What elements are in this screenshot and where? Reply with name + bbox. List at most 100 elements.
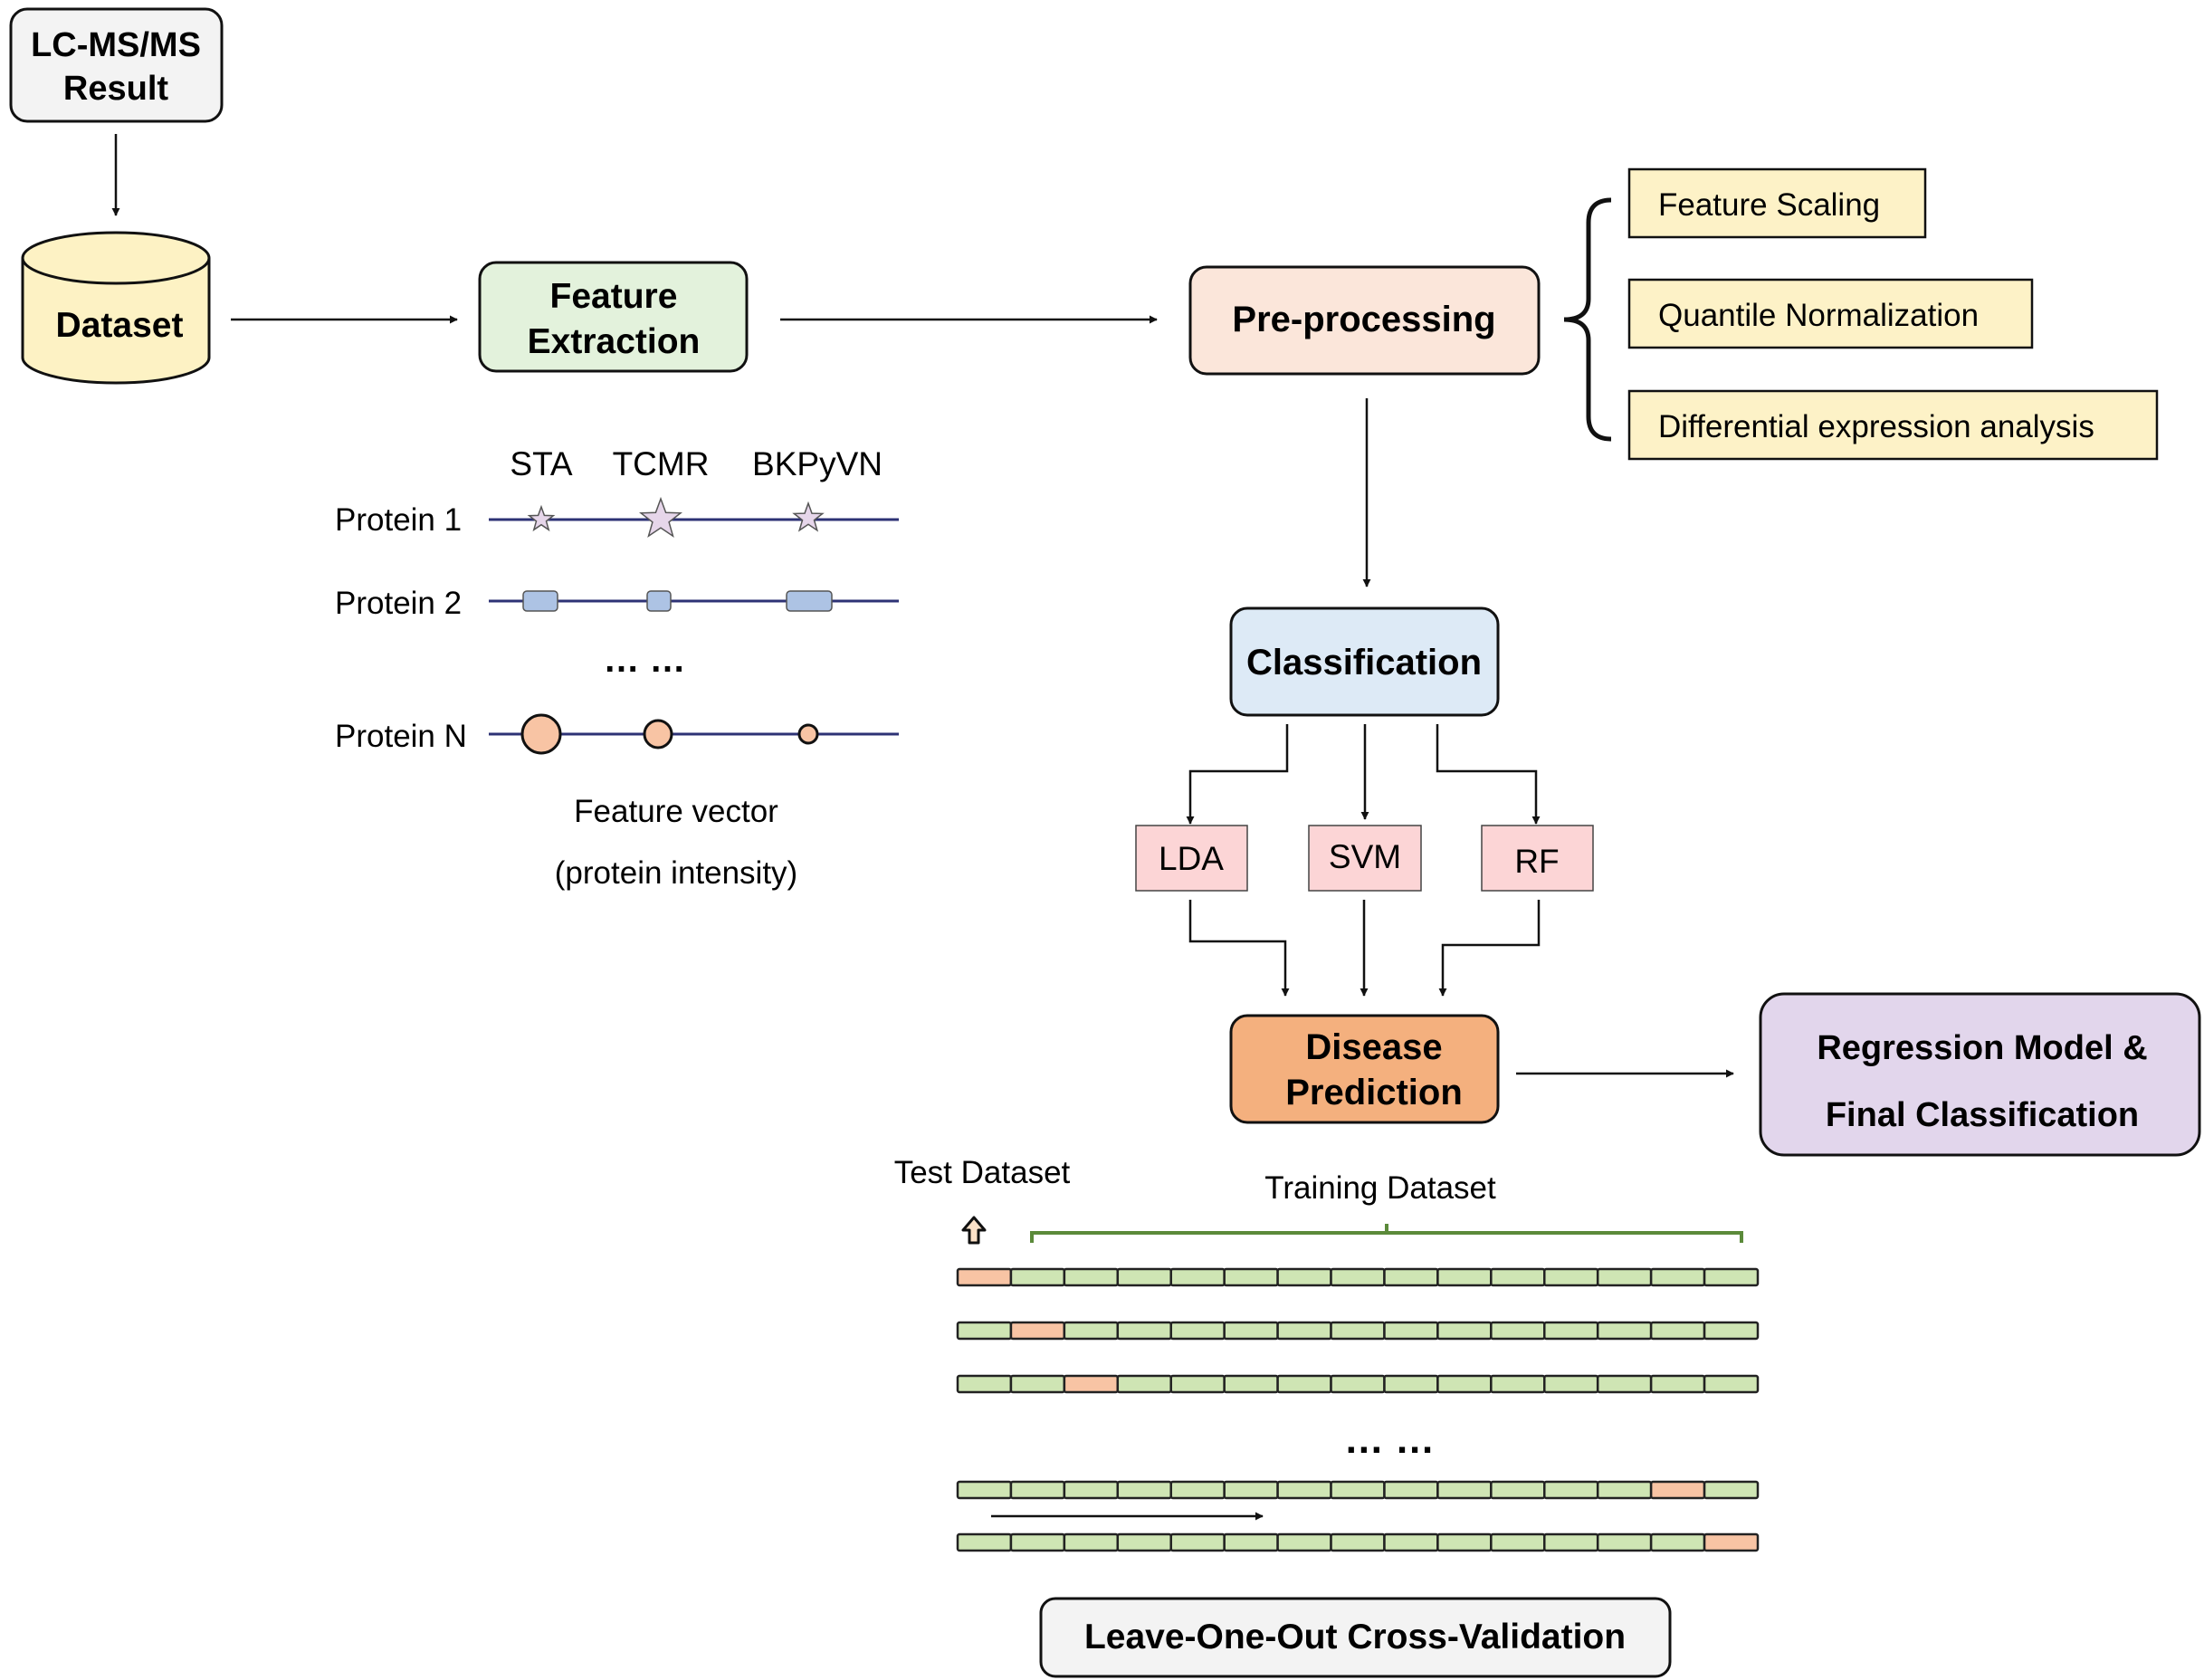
feature-extraction-line-2: Extraction: [528, 322, 701, 361]
train-segment: [1649, 1374, 1706, 1394]
train-segment: [956, 1321, 1013, 1341]
disease-line-1: Disease: [1305, 1027, 1442, 1067]
test-segment: [1063, 1374, 1120, 1394]
train-segment: [1330, 1374, 1386, 1394]
train-segment: [1436, 1374, 1493, 1394]
train-segment: [1703, 1321, 1760, 1341]
preproc-step-quantile-normalization: Quantile Normalization: [1627, 278, 2034, 349]
classifier-rf: RF: [1481, 825, 1594, 892]
protein-2-label: Protein 2: [335, 586, 462, 621]
test-segment: [1703, 1532, 1760, 1552]
train-segment: [1543, 1374, 1599, 1394]
preproc-step-feature-scaling: Feature Scaling: [1627, 167, 1927, 239]
column-label-bkpyvn: BKPyVN: [752, 445, 883, 482]
train-segment: [1223, 1267, 1279, 1287]
train-segment: [1276, 1267, 1332, 1287]
dataset-label: Dataset: [56, 306, 184, 345]
arrow-to-rf: [1436, 724, 1541, 825]
preproc-step-label: Quantile Normalization: [1658, 298, 1979, 333]
disease-line-2: Prediction: [1285, 1073, 1463, 1112]
test-segment: [1649, 1480, 1706, 1500]
train-segment: [1330, 1532, 1386, 1552]
train-segment: [1276, 1532, 1332, 1552]
train-segment: [1276, 1480, 1332, 1500]
train-segment: [1649, 1321, 1706, 1341]
train-segment: [1223, 1321, 1279, 1341]
lcms-line-1: LC-MS/MS: [31, 26, 201, 64]
loocv-title: Leave-One-Out Cross-Validation: [1084, 1618, 1626, 1656]
train-segment: [1330, 1267, 1386, 1287]
train-segment: [1490, 1321, 1546, 1341]
loocv-panel: Test Dataset Training Dataset … … Leave-…: [894, 1155, 1760, 1678]
train-segment: [1116, 1321, 1172, 1341]
circle-marker: [797, 723, 819, 745]
column-label-tcmr: TCMR: [613, 445, 710, 482]
train-segment: [1169, 1321, 1226, 1341]
protein-1-label: Protein 1: [335, 502, 462, 538]
regression-line-1: Regression Model &: [1817, 1029, 2147, 1067]
training-dataset-label: Training Dataset: [1264, 1170, 1496, 1206]
preproc-step-label: Feature Scaling: [1658, 187, 1880, 223]
train-segment: [1383, 1267, 1439, 1287]
test-segment: [956, 1267, 1013, 1287]
train-segment: [1543, 1267, 1599, 1287]
train-segment: [1009, 1374, 1066, 1394]
loocv-title-box: [1039, 1597, 1672, 1678]
train-segment: [1383, 1321, 1439, 1341]
test-dataset-label: Test Dataset: [894, 1155, 1071, 1190]
train-segment: [1383, 1532, 1439, 1552]
dataset-node: Dataset: [21, 231, 211, 385]
train-segment: [1596, 1532, 1653, 1552]
rect-marker: [786, 590, 833, 612]
star-marker: [527, 504, 556, 532]
train-segment: [1276, 1374, 1332, 1394]
arrow-to-lda: [1186, 724, 1289, 825]
train-segment: [1116, 1480, 1172, 1500]
arrow-rf-to-disease: [1438, 900, 1541, 997]
circle-marker: [643, 719, 673, 749]
feature-caption-line-1: Feature vector: [574, 794, 778, 829]
train-segment: [1009, 1532, 1066, 1552]
feature-caption-line-2: (protein intensity): [555, 855, 797, 891]
feature-extraction-node: Feature Extraction: [478, 261, 749, 373]
preprocessing-label: Pre-processing: [1232, 300, 1495, 339]
train-segment: [1009, 1267, 1066, 1287]
train-segment: [956, 1374, 1013, 1394]
train-segment: [1703, 1374, 1760, 1394]
classifier-label: LDA: [1159, 840, 1224, 877]
train-segment: [1490, 1267, 1546, 1287]
preprocessing-brace: [1563, 197, 1612, 442]
train-segment: [1649, 1267, 1706, 1287]
test-segment: [1009, 1321, 1066, 1341]
train-segment: [1276, 1321, 1332, 1341]
classification-node: Classification: [1229, 606, 1500, 717]
train-segment: [1436, 1267, 1493, 1287]
train-segment: [1169, 1267, 1226, 1287]
train-segment: [1436, 1480, 1493, 1500]
regression-line-2: Final Classification: [1826, 1096, 2139, 1134]
train-segment: [1063, 1321, 1120, 1341]
train-segment: [1596, 1267, 1653, 1287]
circle-marker: [520, 713, 562, 755]
arrow-lda-to-disease: [1188, 900, 1290, 997]
train-segment: [1596, 1374, 1653, 1394]
train-segment: [1490, 1480, 1546, 1500]
train-segment: [1490, 1532, 1546, 1552]
train-segment: [1169, 1374, 1226, 1394]
train-segment: [1543, 1532, 1599, 1552]
test-up-arrow-icon: [961, 1216, 987, 1245]
classifier-label: SVM: [1329, 838, 1401, 875]
train-segment: [1223, 1532, 1279, 1552]
disease-prediction-node: Disease Prediction: [1229, 1014, 1500, 1124]
lcms-line-2: Result: [63, 70, 168, 108]
train-segment: [1116, 1374, 1172, 1394]
train-segment: [1703, 1267, 1760, 1287]
train-segment: [1116, 1267, 1172, 1287]
classifier-svm: SVM: [1308, 825, 1422, 892]
classifier-label: RF: [1514, 843, 1559, 880]
protein-n-label: Protein N: [335, 719, 467, 754]
rect-marker: [522, 590, 558, 612]
star-marker: [792, 501, 825, 532]
train-segment: [1596, 1321, 1653, 1341]
train-segment: [1330, 1480, 1386, 1500]
